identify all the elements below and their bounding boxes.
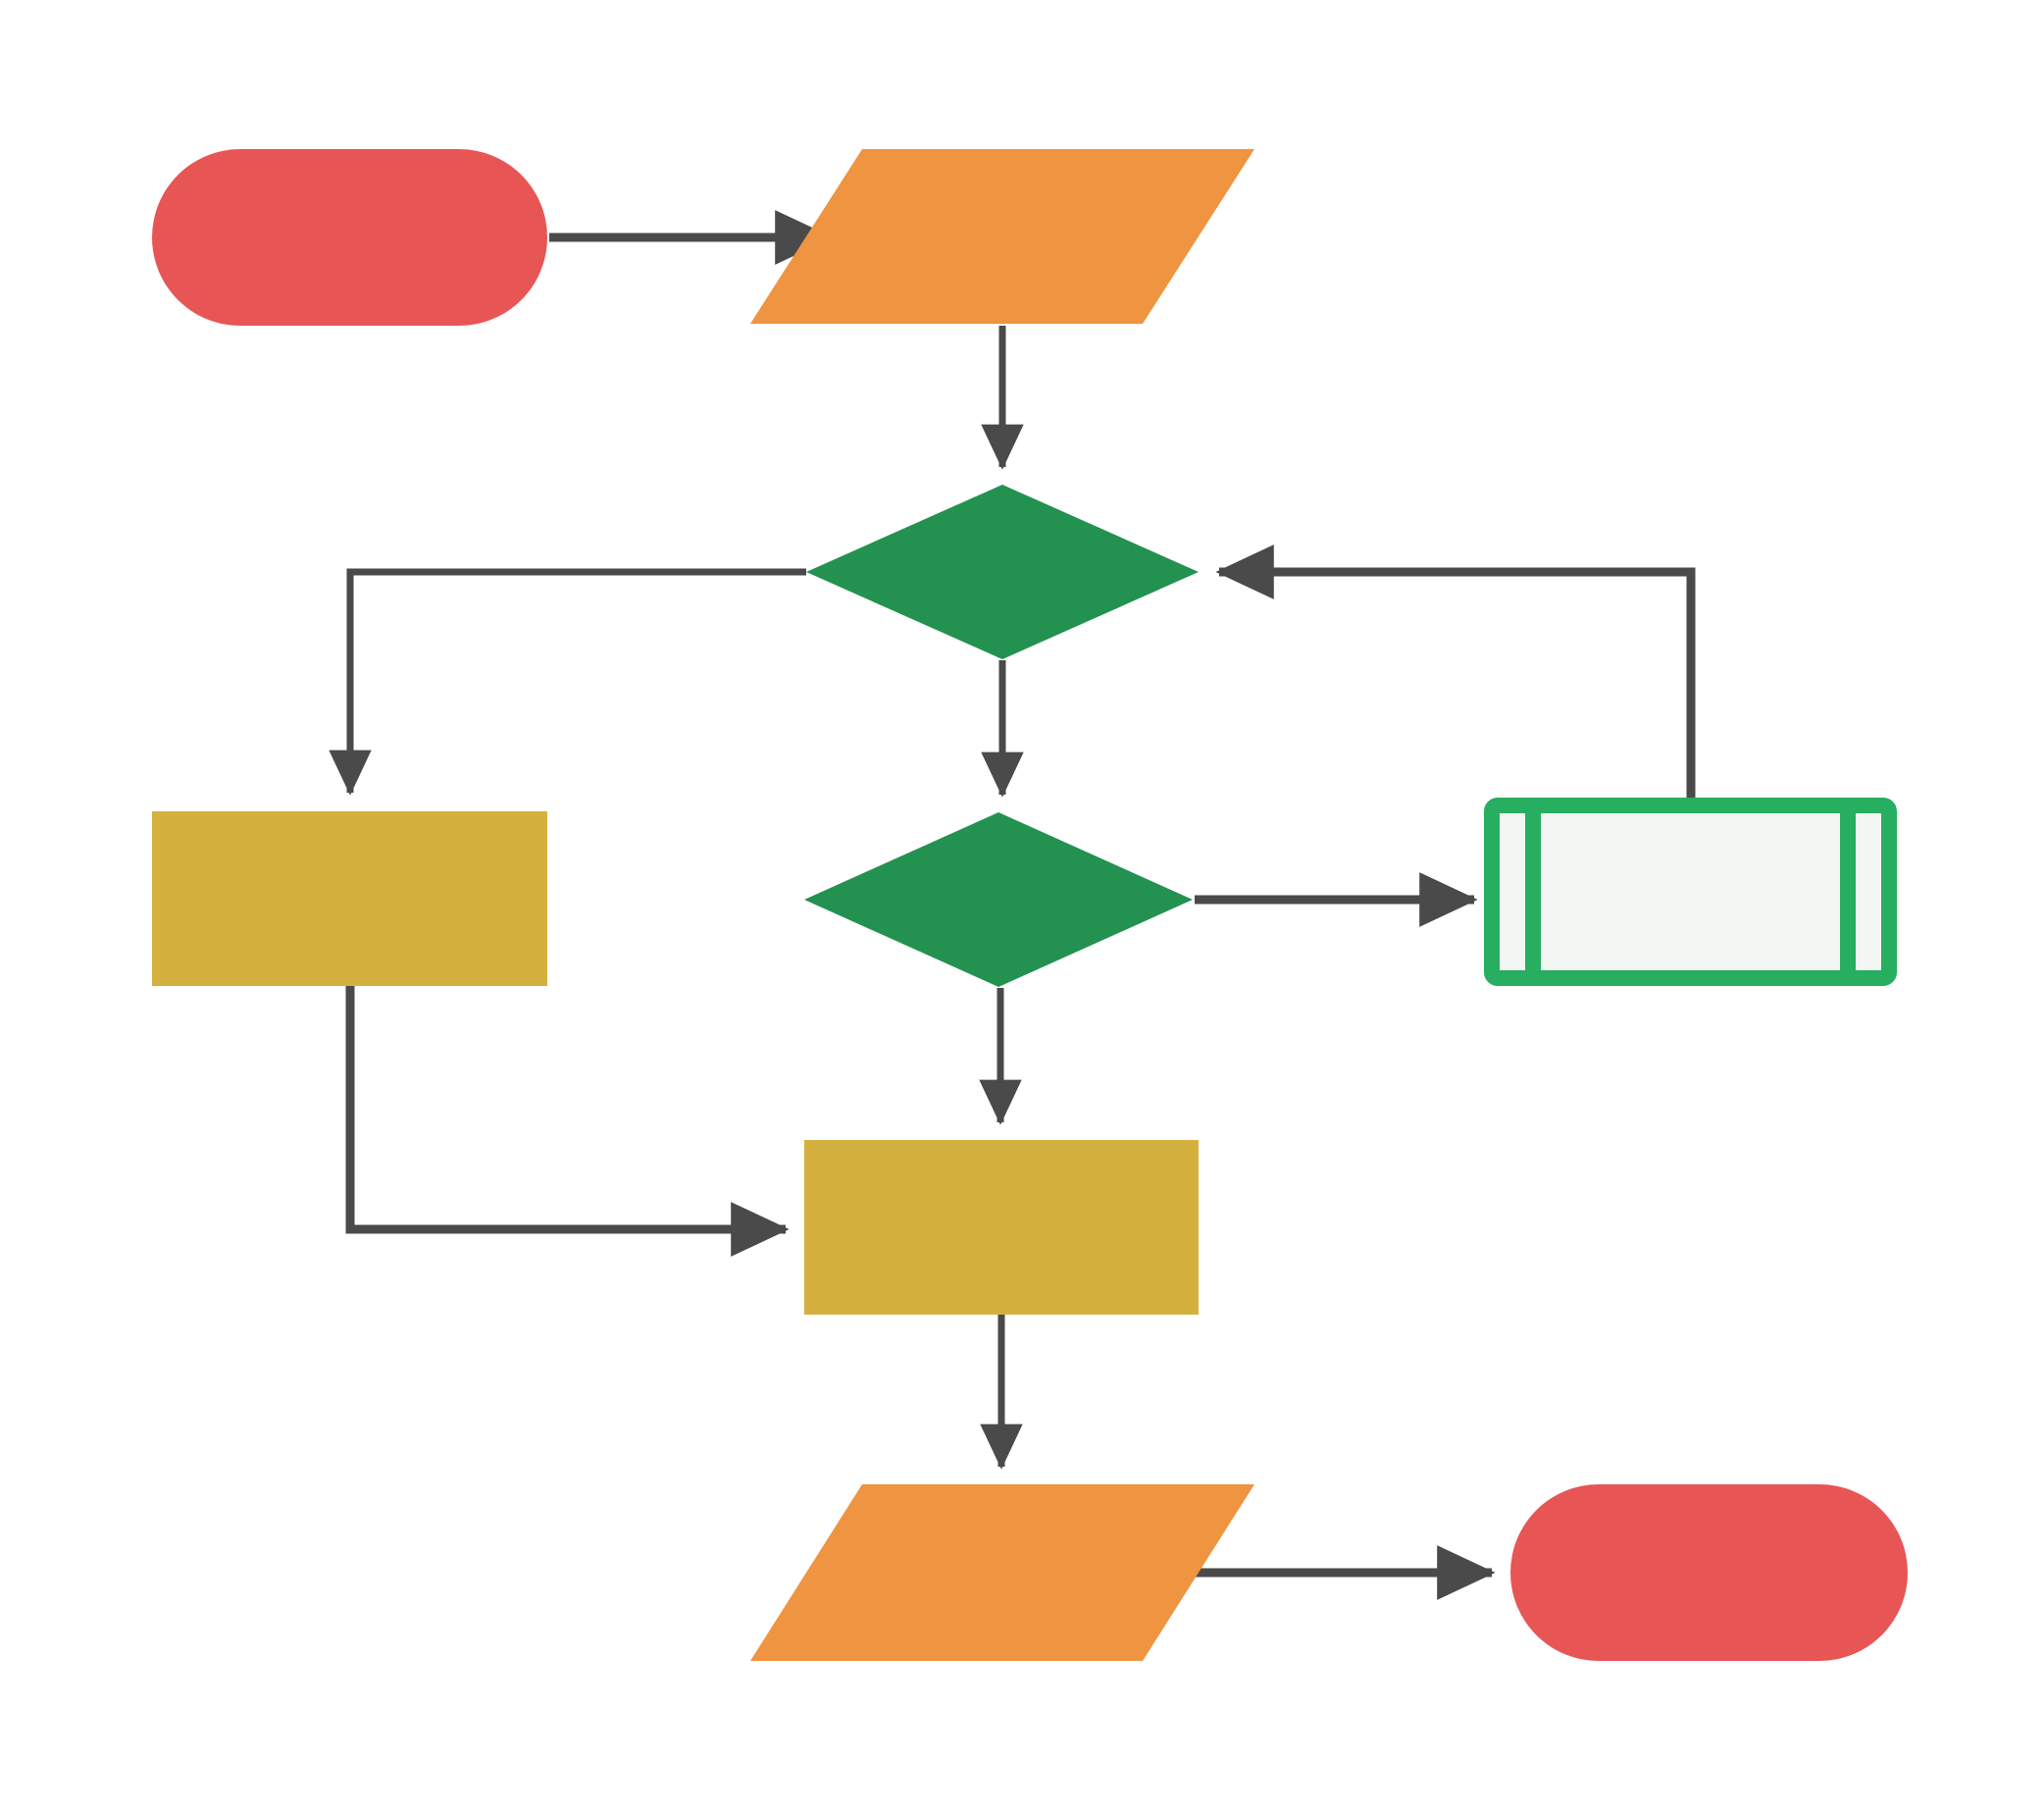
- node-subroutine-predefined-process[interactable]: [1484, 798, 1897, 986]
- edge-layer: [329, 210, 1696, 1600]
- edge-decision1-to-processA[interactable]: [329, 568, 806, 796]
- node-input-parallelogram[interactable]: [750, 149, 1254, 324]
- subroutine-outer-shape[interactable]: [1484, 798, 1897, 986]
- output-parallelogram-shape[interactable]: [750, 1484, 1254, 1661]
- node-output-parallelogram[interactable]: [750, 1484, 1254, 1661]
- node-decision2-diamond[interactable]: [804, 812, 1193, 987]
- decision2-diamond-shape[interactable]: [804, 812, 1193, 987]
- end-terminator-shape[interactable]: [1510, 1484, 1908, 1661]
- node-processA-rectangle[interactable]: [152, 811, 547, 986]
- node-processB-rectangle[interactable]: [804, 1140, 1199, 1315]
- node-start-terminator[interactable]: [152, 149, 547, 326]
- decision1-diamond-shape[interactable]: [806, 485, 1199, 659]
- node-decision1-diamond[interactable]: [806, 485, 1199, 659]
- input-parallelogram-shape[interactable]: [750, 149, 1254, 324]
- processA-rectangle-shape[interactable]: [152, 811, 547, 986]
- processB-rectangle-shape[interactable]: [804, 1140, 1199, 1315]
- edge-processA-to-processB[interactable]: [345, 986, 790, 1257]
- node-end-terminator[interactable]: [1510, 1484, 1908, 1661]
- start-terminator-shape[interactable]: [152, 149, 547, 326]
- edge-subroutine-to-decision1[interactable]: [1215, 544, 1696, 805]
